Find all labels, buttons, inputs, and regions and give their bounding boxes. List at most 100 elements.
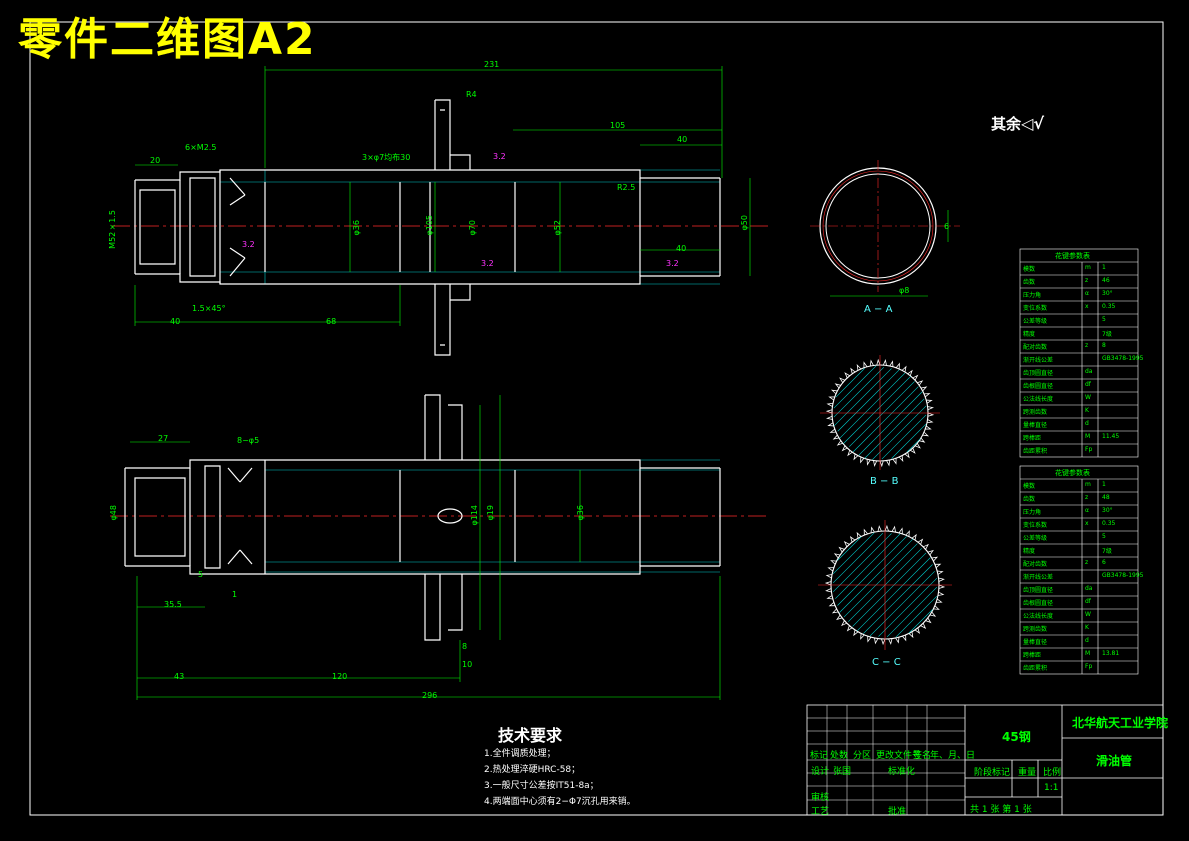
dim-1: 1 <box>232 590 238 599</box>
spline-table-cell: 齿数 <box>1023 496 1036 503</box>
spline-table-cell: m <box>1085 481 1091 488</box>
spline-table-cell: α <box>1085 290 1089 297</box>
dim-105: 105 <box>610 121 626 130</box>
dim-48: φ48 <box>109 505 118 521</box>
spline-tooth <box>927 406 935 411</box>
dim-m25: 6×M2.5 <box>185 143 217 152</box>
spline-table-cell: W <box>1085 394 1091 401</box>
roughness-32c: 3.2 <box>481 259 494 268</box>
spline-table-cell: 齿距累积 <box>1023 448 1048 455</box>
dim-40c: 40 <box>170 317 181 326</box>
spline-tooth <box>853 629 859 637</box>
spline-table-cell: 公差等级 <box>1023 535 1048 542</box>
spline-tooth <box>836 614 843 621</box>
spline-tooth <box>873 460 878 468</box>
spline-tooth <box>931 556 939 562</box>
tech-item-2: 2.热处理淬硬HRC-58； <box>484 765 581 775</box>
roughness-text: 其余 <box>991 115 1022 133</box>
spline-tooth <box>874 637 879 645</box>
hatch-line <box>833 365 877 409</box>
spline-tooth <box>856 363 862 371</box>
spline-tooth <box>867 636 872 643</box>
spline-table-cell: 齿数 <box>1023 279 1036 286</box>
spline-tooth <box>833 553 841 559</box>
section-a-label: A − A <box>864 304 893 315</box>
spline-tooth <box>920 386 928 392</box>
spline-tooth <box>914 627 921 634</box>
dim-m52: M52×1.5 <box>108 210 117 249</box>
spline-table-cell: x <box>1085 303 1089 310</box>
spline-tooth <box>926 419 934 424</box>
hatch-line <box>906 438 921 453</box>
spline-table-cell: 齿顶圆直径 <box>1023 587 1054 594</box>
tb-label-mark: 标记 <box>810 751 829 761</box>
spline-tooth <box>898 455 904 463</box>
tb-designer-name: 张国 <box>833 767 852 777</box>
spline-table-cell: 公差等级 <box>1023 318 1048 325</box>
spline-table-cell: 30° <box>1102 290 1113 297</box>
spline-tooth <box>825 574 833 579</box>
spline-tooth <box>866 459 871 466</box>
hatch-line <box>858 391 923 456</box>
spline-table-cell: 0.35 <box>1102 303 1116 310</box>
spline-tooth <box>825 409 833 414</box>
spline-table-cell: α <box>1085 507 1089 514</box>
spline-table-cell: 8 <box>1102 342 1106 349</box>
spline-table-cell: d <box>1085 420 1089 427</box>
hatch-line <box>837 536 907 606</box>
dim-231: 231 <box>484 60 500 69</box>
spline-tooth <box>841 620 847 627</box>
spline-table-cell: K <box>1085 624 1089 631</box>
dim-40a: 40 <box>677 135 688 144</box>
spline-tooth <box>827 567 834 572</box>
spline-table-cell: W <box>1085 611 1091 618</box>
spline-tooth <box>917 380 924 386</box>
spline-tooth <box>853 453 859 461</box>
spline-table-cell: 变位系数 <box>1023 522 1048 529</box>
spline-tooth <box>924 393 931 398</box>
hatch-line <box>872 405 927 460</box>
spline-tooth <box>886 459 891 467</box>
spline-table-cell: 配对齿数 <box>1023 344 1048 351</box>
spline-tooth <box>933 605 940 610</box>
spline-tooth <box>832 434 840 440</box>
dim-52: φ52 <box>553 220 562 236</box>
spline-table-header: 花键参数表 <box>1055 252 1090 260</box>
dim-8p5: 8−φ5 <box>237 436 260 445</box>
hatch-line <box>835 533 901 599</box>
spline-table-cell: 齿根圆直径 <box>1023 383 1054 390</box>
spline-tooth <box>860 633 865 640</box>
spline-tooth <box>927 549 934 556</box>
hatch-line <box>852 552 927 627</box>
spline-table-1 <box>1019 248 1139 458</box>
spline-tooth <box>881 638 886 646</box>
dim-5: 5 <box>198 570 204 579</box>
dim-105v: φ105 <box>425 215 434 236</box>
tb-label-date: 年、月、日 <box>930 751 976 761</box>
spline-table-cell: GB3478-1995 <box>1102 572 1144 579</box>
spline-table-cell: 量棒直径 <box>1023 639 1048 646</box>
hatch-line <box>839 372 906 439</box>
spline-table-cell: 48 <box>1102 494 1110 501</box>
spline-tooth <box>926 399 933 404</box>
section-c-label: C − C <box>872 657 901 668</box>
spline-tooth <box>925 425 932 430</box>
spline-table-cell: z <box>1085 559 1089 566</box>
dim-r25: R2.5 <box>617 183 636 192</box>
spline-tooth <box>895 637 900 644</box>
hatch-line <box>832 532 875 575</box>
spline-tooth <box>922 431 930 437</box>
tech-item-1: 1.全件调质处理； <box>484 749 556 759</box>
tech-item-3: 3.一般尺寸公差按IT51-8a； <box>484 781 599 791</box>
dim-holes: 3×φ7均布30 <box>362 153 411 162</box>
spline-tooth <box>891 525 896 533</box>
tb-material: 45钢 <box>1002 730 1031 744</box>
spline-table-cell: M <box>1085 433 1091 440</box>
spline-tooth <box>912 374 919 381</box>
spline-tooth <box>869 359 874 367</box>
dim-70: φ70 <box>468 220 477 236</box>
spline-table-cell: 渐开线公差 <box>1023 574 1054 581</box>
hatch-line <box>863 564 933 634</box>
spline-tooth <box>846 625 853 632</box>
spline-table-cell: 1 <box>1102 481 1106 488</box>
